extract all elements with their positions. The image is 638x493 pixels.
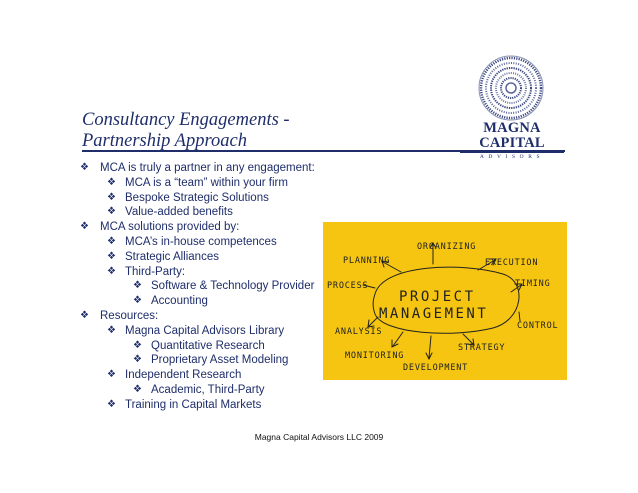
arrow-execution <box>477 258 497 271</box>
diamond-bullet-icon: ❖ <box>133 339 142 351</box>
bullet-item: ❖ MCA is truly a partner in any engagemen… <box>80 161 315 176</box>
bullet-item: ❖ MCA solutions provided by: <box>80 220 315 235</box>
bullet-item: ❖ Third-Party: <box>80 265 315 280</box>
arrow-timing <box>510 283 523 293</box>
bullet-item: ❖ Strategic Alliances <box>80 250 315 265</box>
arrow-monitoring <box>391 331 404 348</box>
bullet-text: Magna Capital Advisors Library <box>125 324 285 337</box>
diamond-bullet-icon: ❖ <box>107 369 116 381</box>
diamond-bullet-icon: ❖ <box>107 176 116 188</box>
bullet-item: ❖ MCA’s in-house competences <box>80 235 315 250</box>
bullet-text: MCA solutions provided by: <box>100 221 240 234</box>
project-management-diagram: ORGANIZING PLANNING EXECUTION PROCESS TI… <box>323 222 567 380</box>
arrow-analysis <box>367 316 379 328</box>
bullet-text: Academic, Third-Party <box>151 383 265 396</box>
bullet-text: Training in Capital Markets <box>125 398 262 411</box>
label-control: CONTROL <box>517 321 558 331</box>
logo-rule <box>460 152 564 153</box>
bullet-text: Proprietary Asset Modeling <box>151 354 289 367</box>
diamond-bullet-icon: ❖ <box>80 162 89 173</box>
bullet-item: ❖ Magna Capital Advisors Library <box>80 324 315 339</box>
diamond-bullet-icon: ❖ <box>80 309 89 321</box>
bullet-text: Value-added benefits <box>125 206 233 219</box>
diamond-bullet-icon: ❖ <box>107 235 116 247</box>
arrow-organizing <box>429 242 437 265</box>
diamond-bullet-icon: ❖ <box>107 206 116 218</box>
label-process: PROCESS <box>327 281 368 291</box>
diamond-bullet-icon: ❖ <box>133 280 142 292</box>
diamond-bullet-icon: ❖ <box>107 250 116 262</box>
bullet-text: MCA is a “team” within your firm <box>125 176 288 189</box>
bullet-text: Resources: <box>100 309 159 322</box>
diamond-bullet-icon: ❖ <box>80 221 89 233</box>
slide-footer: Magna Capital Advisors LLC 2009 <box>254 432 384 442</box>
diamond-bullet-icon: ❖ <box>133 383 142 395</box>
bullet-item: ❖ Resources: <box>80 309 315 324</box>
bullet-text: Bespoke Strategic Solutions <box>125 191 269 204</box>
bullet-text: Accounting <box>151 295 208 308</box>
diagram-background <box>323 222 567 380</box>
bullet-item: ❖ Software & Technology Provider <box>80 279 315 294</box>
bullet-item: ❖ Quantitative Research <box>80 339 315 354</box>
label-monitoring: MONITORING <box>345 351 404 361</box>
diamond-bullet-icon: ❖ <box>107 398 116 410</box>
center-label-line-1: PROJECT <box>399 289 476 305</box>
title-line-1: Consultancy Engagements - <box>82 110 290 130</box>
bullet-item: ❖ Bespoke Strategic Solutions <box>80 191 315 206</box>
arrow-planning <box>381 260 402 273</box>
bullet-item: ❖ Proprietary Asset Modeling <box>80 353 315 368</box>
bullet-item: ❖ Academic, Third-Party <box>80 383 315 398</box>
arrow-strategy <box>462 333 475 346</box>
bullet-item: ❖ Accounting <box>80 294 315 309</box>
label-organizing: ORGANIZING <box>417 242 476 252</box>
label-analysis: ANALYSIS <box>335 327 382 337</box>
label-timing: TIMING <box>515 279 551 289</box>
diamond-bullet-icon: ❖ <box>133 295 142 307</box>
label-planning: PLANNING <box>343 256 390 266</box>
logo-name: MAGNA CAPITAL <box>479 120 545 151</box>
bullet-item: ❖ Value-added benefits <box>80 205 315 220</box>
diamond-bullet-icon: ❖ <box>107 324 116 336</box>
title-divider <box>82 150 565 152</box>
company-logo: MAGNA CAPITAL ADVISORS <box>456 121 568 161</box>
bullet-text: MCA is truly a partner in any engagement… <box>100 162 315 174</box>
diamond-bullet-icon: ❖ <box>107 265 116 277</box>
arrow-control <box>518 311 521 322</box>
slide-title: Consultancy Engagements - Partnership Ap… <box>82 110 442 152</box>
bullet-text: Third-Party: <box>125 265 186 278</box>
diamond-bullet-icon: ❖ <box>107 191 116 203</box>
label-development: DEVELOPMENT <box>403 363 468 373</box>
label-execution: EXECUTION <box>485 258 538 268</box>
bullet-list: ❖ MCA is truly a partner in any engagemen… <box>80 161 315 413</box>
bullet-text: Quantitative Research <box>151 339 265 352</box>
bullet-item: ❖ Independent Research <box>80 368 315 383</box>
arrow-process <box>362 284 376 289</box>
bullet-text: Strategic Alliances <box>125 250 219 263</box>
bullet-item: ❖ Training in Capital Markets <box>80 398 315 413</box>
center-label-line-2: MANAGEMENT <box>379 306 488 322</box>
title-line-2: Partnership Approach <box>82 131 247 151</box>
label-strategy: STRATEGY <box>458 343 505 353</box>
bullet-text: MCA’s in-house competences <box>125 235 277 248</box>
bullet-text: Software & Technology Provider <box>151 280 315 293</box>
logo-seal-icon <box>478 55 544 121</box>
center-loop <box>372 266 520 334</box>
bullet-text: Independent Research <box>125 369 242 382</box>
bullet-item: ❖ MCA is a “team” within your firm <box>80 176 315 191</box>
diamond-bullet-icon: ❖ <box>133 354 142 366</box>
logo-subtitle: ADVISORS <box>479 154 545 160</box>
arrow-development <box>425 335 433 361</box>
